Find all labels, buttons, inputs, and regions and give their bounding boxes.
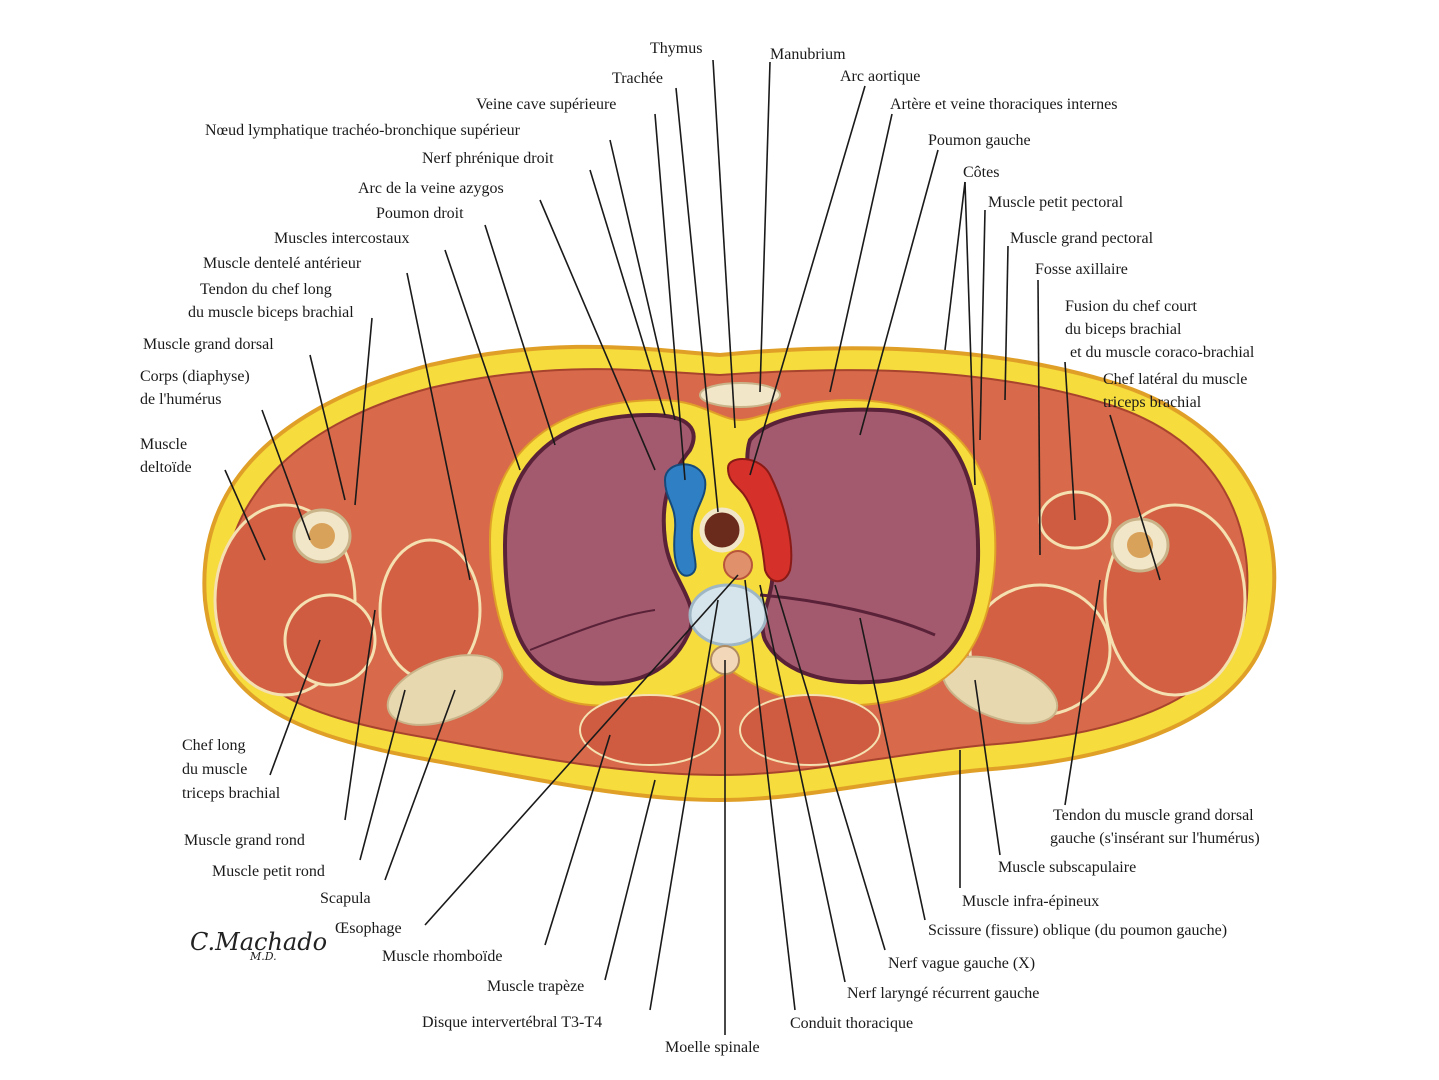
label-chef-lat-2: triceps brachial xyxy=(1103,394,1202,411)
signature-name: C.Machado xyxy=(190,928,328,956)
aortic-arch xyxy=(726,457,793,583)
label-trachee: Trachée xyxy=(612,70,663,87)
label-arc-azygos: Arc de la veine azygos xyxy=(358,180,504,197)
label-corps-humerus-1: Corps (diaphyse) xyxy=(140,368,250,385)
label-dentele: Muscle dentelé antérieur xyxy=(203,255,362,272)
label-chef-long-1: Chef long xyxy=(182,737,246,754)
label-scapula: Scapula xyxy=(320,890,371,907)
label-manubrium: Manubrium xyxy=(770,46,846,63)
label-nerf-larynge: Nerf laryngé récurrent gauche xyxy=(847,985,1040,1002)
label-art-veine-thor: Artère et veine thoraciques internes xyxy=(890,96,1118,113)
scapula-right xyxy=(386,654,504,726)
label-oesophage: Œsophage xyxy=(335,920,402,937)
label-deltoide-2: deltoïde xyxy=(140,459,192,476)
label-fusion-3: et du muscle coraco-brachial xyxy=(1070,344,1255,361)
label-chef-long-3: triceps brachial xyxy=(182,785,281,802)
label-petit-rond: Muscle petit rond xyxy=(212,863,325,880)
label-fusion-2: du biceps brachial xyxy=(1065,321,1182,338)
label-nerf-phrenique: Nerf phrénique droit xyxy=(422,150,554,167)
superior-vena-cava xyxy=(663,463,707,577)
label-chef-long-2: du muscle xyxy=(182,761,248,778)
label-chef-lat-1: Chef latéral du muscle xyxy=(1103,371,1248,388)
label-tendon-biceps-1: Tendon du chef long xyxy=(200,281,332,298)
label-conduit: Conduit thoracique xyxy=(790,1015,914,1032)
triceps-long-right xyxy=(283,593,377,687)
label-grand-pectoral: Muscle grand pectoral xyxy=(1010,230,1154,247)
signature-title: M.D. xyxy=(250,950,277,963)
label-thymus: Thymus xyxy=(650,40,703,57)
label-arc-aortique: Arc aortique xyxy=(840,68,921,85)
oblique-fissure xyxy=(759,593,936,637)
esophagus xyxy=(723,550,753,580)
label-petit-pectoral: Muscle petit pectoral xyxy=(988,194,1124,211)
label-fusion-1: Fusion du chef court xyxy=(1065,298,1197,315)
label-noeud-lymph: Nœud lymphatique trachéo-bronchique supé… xyxy=(205,122,521,139)
label-tendon-biceps-2: du muscle biceps brachial xyxy=(188,304,354,321)
label-tendon-gd-2: gauche (s'insérant sur l'humérus) xyxy=(1050,830,1260,847)
label-grand-rond: Muscle grand rond xyxy=(184,832,305,849)
label-subscapulaire: Muscle subscapulaire xyxy=(998,859,1137,876)
label-nerf-vague: Nerf vague gauche (X) xyxy=(888,955,1036,972)
leader-lines xyxy=(224,59,1161,1035)
label-scissure: Scissure (fissure) oblique (du poumon ga… xyxy=(928,922,1228,939)
erector-left xyxy=(739,694,881,766)
label-tendon-gd-1: Tendon du muscle grand dorsal xyxy=(1053,807,1254,824)
label-poumon-droit: Poumon droit xyxy=(376,205,464,222)
erector-right xyxy=(579,694,721,766)
label-intercostaux: Muscles intercostaux xyxy=(274,230,410,247)
label-veine-cave: Veine cave supérieure xyxy=(476,96,617,113)
label-fosse-axillaire: Fosse axillaire xyxy=(1035,261,1128,278)
label-disque: Disque intervertébral T3-T4 xyxy=(422,1014,603,1031)
label-cotes: Côtes xyxy=(963,164,1000,181)
label-deltoide-1: Muscle xyxy=(140,436,188,453)
artist-signature: C.Machado M.D. xyxy=(190,928,327,963)
label-rhomboide: Muscle rhomboïde xyxy=(382,948,503,965)
manubrium xyxy=(699,382,781,408)
label-infra-epineux: Muscle infra-épineux xyxy=(962,893,1100,910)
label-corps-humerus-2: de l'humérus xyxy=(140,391,222,408)
label-moelle: Moelle spinale xyxy=(665,1039,760,1056)
label-trapeze: Muscle trapèze xyxy=(487,978,585,995)
trachea xyxy=(699,507,745,553)
label-grand-dorsal: Muscle grand dorsal xyxy=(143,336,274,353)
right-lung xyxy=(502,412,696,686)
label-poumon-gauche: Poumon gauche xyxy=(928,132,1031,149)
